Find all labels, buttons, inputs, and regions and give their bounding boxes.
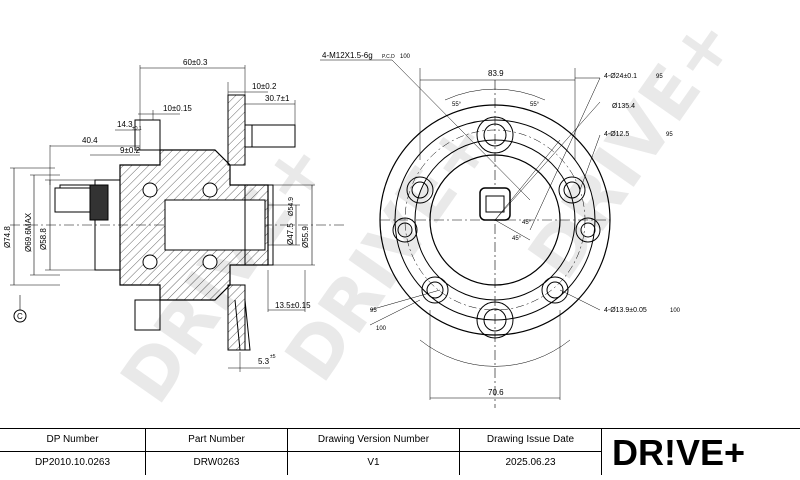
side-view <box>10 65 345 372</box>
ref-95b: 95 <box>666 132 673 138</box>
dim-phi69: Ø69.6MAX <box>24 212 33 252</box>
datum-c: C <box>17 312 23 321</box>
watermark-text: DRIVE+ <box>512 2 750 294</box>
logo-text: DR!VE+ <box>612 432 745 473</box>
logo-mark: DR!VE+ <box>612 432 745 473</box>
header-dp-number: DP Number <box>0 429 145 452</box>
width-83: 83.9 <box>488 69 504 78</box>
pcd-label: P.C.D <box>382 54 395 60</box>
title-col-part: Part Number DRW0263 <box>146 429 288 475</box>
dim-phi55: Ø55.9 <box>301 226 310 248</box>
thread-label: 4-M12X1.5-6g <box>322 51 373 60</box>
dim-5-tol: ±5 <box>270 354 276 360</box>
hole-13: 4-Ø13.9±0.05 <box>604 307 647 314</box>
front-view <box>320 59 611 408</box>
dim-phi47: Ø47.5 <box>286 223 295 245</box>
ref-95c: 95 <box>370 308 377 314</box>
ref-95a: 95 <box>656 74 663 80</box>
value-part-number: DRW0263 <box>193 457 240 468</box>
dim-10a: 10±0.2 <box>252 82 277 91</box>
value-version: V1 <box>367 457 380 468</box>
title-col-dp: DP Number DP2010.10.0263 <box>0 429 146 475</box>
dim-5: 5.3 <box>258 357 270 366</box>
dim-60: 60±0.3 <box>183 58 208 67</box>
brand-logo: DR!VE+ <box>600 429 800 475</box>
header-part-number: Part Number <box>146 429 287 452</box>
dim-10b: 10±0.15 <box>163 104 192 113</box>
dim-30: 30.7±1 <box>265 94 290 103</box>
ref-100d: 100 <box>670 308 681 314</box>
value-issue-date: 2025.06.23 <box>505 457 556 468</box>
side-view-labels: 60±0.3 10±0.2 30.7±1 10±0.15 14.3 ±0.1 4… <box>3 58 311 366</box>
value-dp-number: DP2010.10.0263 <box>34 457 111 468</box>
dim-phi54: Ø54.9 <box>288 197 295 216</box>
pcd-ref: 100 <box>400 54 411 60</box>
title-col-date: Drawing Issue Date 2025.06.23 <box>460 429 602 475</box>
ang-55-top: 55° <box>452 102 462 108</box>
hole-24: 4-Ø24±0.1 <box>604 73 637 80</box>
dim-phi74: Ø74.8 <box>3 226 12 248</box>
header-issue-date: Drawing Issue Date <box>460 429 601 452</box>
dim-13: 13.5±0.15 <box>275 301 311 310</box>
phi-135: Ø135.4 <box>612 103 635 110</box>
ref-100c: 100 <box>376 326 387 332</box>
dim-9: 9±0.2 <box>120 146 141 155</box>
ang-55-top-r: 55° <box>530 102 540 108</box>
dim-40: 40.4 <box>82 136 98 145</box>
dim-phi58: Ø58.8 <box>39 228 48 250</box>
dim-14-tol: ±0.1 <box>132 126 142 132</box>
ang-45-lower: 45° <box>512 236 522 242</box>
front-view-labels: 4-M12X1.5-6g P.C.D 100 83.9 4-Ø24±0.1 95… <box>322 51 681 397</box>
header-version: Drawing Version Number <box>288 429 459 452</box>
dim-14: 14.3 <box>117 120 133 129</box>
title-col-version: Drawing Version Number V1 <box>288 429 460 475</box>
title-block: DP Number DP2010.10.0263 Part Number DRW… <box>0 428 800 475</box>
hole-12: 4-Ø12.5 <box>604 131 629 138</box>
ang-45-center: 45° <box>522 220 532 226</box>
width-70: 70.6 <box>488 388 504 397</box>
